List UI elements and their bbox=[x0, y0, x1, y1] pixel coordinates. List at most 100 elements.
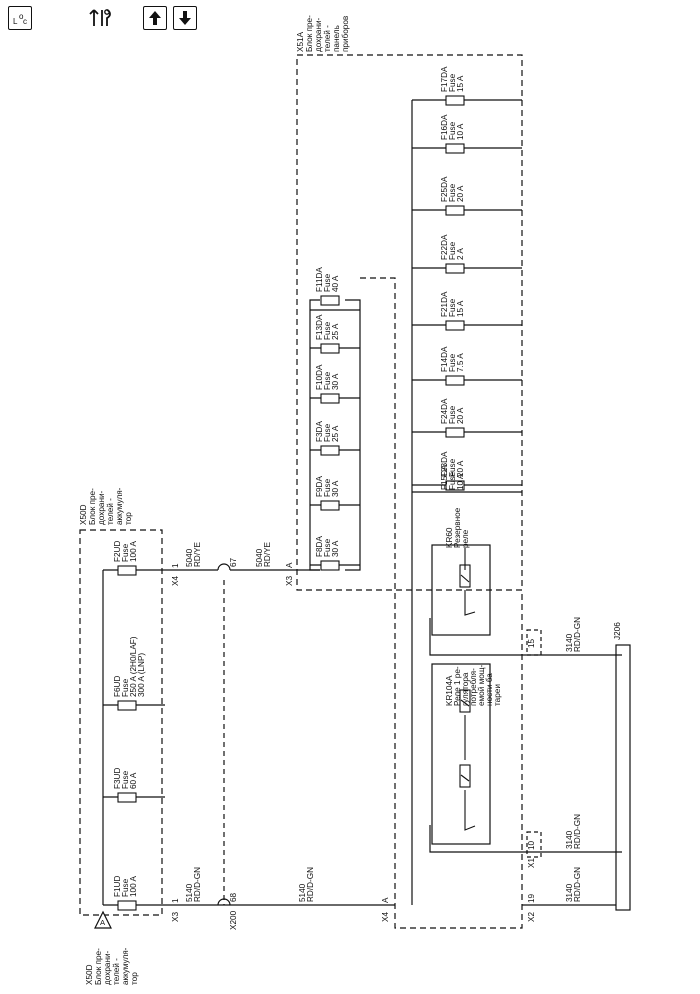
f3ud-label: F3UD Fuse 60 A bbox=[113, 768, 138, 789]
kr60-box bbox=[431, 544, 491, 636]
pin19-label: 19 bbox=[527, 893, 536, 903]
diagram-text: RD/D-GN bbox=[573, 617, 582, 652]
f9da-label: F9DA Fuse 30 A bbox=[315, 476, 340, 497]
f17da-label: F17DA Fuse 15 A bbox=[440, 66, 465, 92]
diagram-text: F8DA bbox=[315, 536, 324, 557]
diagram-text: 10 A bbox=[456, 473, 465, 490]
w5140-b-label: 5140 RD/D-GN bbox=[298, 867, 315, 902]
kr60-wire bbox=[429, 618, 622, 656]
diagram-text: Fuse bbox=[121, 878, 130, 897]
f2ud-label: F2UD Fuse 100 A bbox=[113, 541, 138, 562]
diagram-text: X4 bbox=[381, 912, 390, 922]
diagram-text: 15 A bbox=[456, 75, 465, 92]
diagram-text: X50D bbox=[85, 964, 94, 985]
diagram-text: Резервное bbox=[453, 507, 462, 548]
diagram-text: Fuse bbox=[121, 770, 130, 789]
diagram-text: 30 A bbox=[331, 480, 340, 497]
diagram-text: 20 A bbox=[456, 460, 465, 477]
page-up-button[interactable] bbox=[143, 6, 167, 30]
diagram-text: приборов bbox=[341, 16, 350, 52]
page-down-button[interactable] bbox=[173, 6, 197, 30]
diagram-text: X3 bbox=[171, 912, 180, 922]
kr104a-box bbox=[431, 663, 491, 845]
diagram-text: аккумуля- bbox=[121, 947, 130, 985]
diagram-text: телей - bbox=[112, 958, 121, 985]
diagram-text: RD/YE bbox=[263, 541, 272, 567]
f15da-label: F15DA Fuse 10 A bbox=[440, 464, 465, 490]
x200-label: X200 bbox=[229, 910, 238, 930]
diagram-text: X200 bbox=[229, 910, 238, 930]
diagram-text: F9DA bbox=[315, 476, 324, 497]
arrow-up-icon bbox=[149, 11, 161, 25]
diagram-text: Fuse bbox=[323, 538, 332, 557]
diagram-text: F10DA bbox=[315, 364, 324, 390]
diagram-text: RD/D-GN bbox=[306, 867, 315, 902]
diagram-text: RD/D-GN bbox=[193, 867, 202, 902]
diagram-text: F3UD bbox=[113, 768, 122, 789]
diagram-text: тор bbox=[130, 972, 139, 985]
diagram-text: F23DA bbox=[440, 451, 449, 477]
diagram-text: 15 A bbox=[456, 300, 465, 317]
diagram-text: KR60 bbox=[445, 527, 454, 548]
pin10-label: 10 bbox=[527, 840, 536, 850]
x51a-label: X51A Блок пре- дохрани- телей - панель п… bbox=[296, 15, 350, 52]
diagram-text: F13DA bbox=[315, 314, 324, 340]
diagram-text: F22DA bbox=[440, 234, 449, 260]
pin15-label: 15 bbox=[527, 638, 536, 648]
diagram-text: Блок пре- bbox=[88, 488, 97, 525]
diagram-text: F21DA bbox=[440, 291, 449, 317]
f8da-label: F8DA Fuse 30 A bbox=[315, 536, 340, 557]
diagram-text: F17DA bbox=[440, 66, 449, 92]
diagram-text: 15 bbox=[527, 638, 536, 648]
svg-text:c: c bbox=[23, 17, 27, 26]
diagram-text: дохрани- bbox=[97, 490, 106, 525]
legend-toggle-button[interactable]: L o c bbox=[8, 6, 32, 30]
diagram-text: J206 bbox=[613, 622, 622, 640]
x50d-bottom-label: X50D Блок пре- дохрани- телей - аккумуля… bbox=[85, 947, 139, 985]
x50d-block-outline bbox=[79, 529, 163, 916]
pin1-top-label: 1 bbox=[171, 563, 180, 568]
diagram-text: Блок пре- bbox=[305, 15, 314, 52]
x51a-left-bus-right bbox=[345, 299, 361, 571]
diagram-text: 3140 bbox=[565, 830, 574, 849]
f10da-label: F10DA Fuse 30 A bbox=[315, 364, 340, 390]
diagram-text: панель bbox=[332, 25, 341, 52]
tools-button[interactable] bbox=[88, 6, 112, 30]
x4-mid-label: X4 bbox=[381, 912, 390, 922]
diagram-text: 5040 bbox=[255, 548, 264, 567]
diagram-text: дохрани- bbox=[314, 17, 323, 52]
diagram-text: 20 A bbox=[456, 185, 465, 202]
pin10-outline bbox=[526, 831, 542, 858]
diagram-text: гулятора bbox=[461, 672, 470, 706]
x1-label: X1 bbox=[527, 858, 536, 868]
diagram-text: 1 bbox=[171, 563, 180, 568]
x50d-top-label: X50D Блок пре- дохрани- телей - аккумуля… bbox=[79, 487, 133, 525]
diagram-text: 250 A (2H0/LAF) bbox=[129, 636, 138, 697]
diagram-text: 25 A bbox=[331, 425, 340, 442]
diagram-text: Fuse bbox=[448, 353, 457, 372]
diagram-text: RD/YE bbox=[193, 541, 202, 567]
diagram-text: 7.5 A bbox=[456, 353, 465, 372]
diagram-text: F16DA bbox=[440, 114, 449, 140]
kr104a-label: KR104A Реле 1 ре- гулятора потребля- емо… bbox=[445, 664, 502, 706]
kr104a-wire bbox=[429, 825, 622, 853]
diagram-text: 30 A bbox=[331, 373, 340, 390]
diagram-text: 100 A bbox=[129, 541, 138, 562]
w5140-a-label: 5140 RD/D-GN bbox=[185, 867, 202, 902]
f1ud-label: F1UD Fuse 100 A bbox=[113, 876, 138, 897]
diagram-text: Fuse bbox=[323, 371, 332, 390]
x51a-right-fuse-wires bbox=[412, 99, 522, 493]
diagram-text: дохрани- bbox=[103, 950, 112, 985]
f22da-label: F22DA Fuse 2 A bbox=[440, 234, 465, 260]
pina-mid-label: A bbox=[285, 562, 294, 568]
pin1-bot-label: 1 bbox=[171, 898, 180, 903]
x51a-lower-outline bbox=[360, 277, 523, 929]
diagram-text: 10 A bbox=[456, 123, 465, 140]
arrow-down-icon bbox=[179, 11, 191, 25]
diagram-text: 68 bbox=[229, 892, 238, 902]
diagram-text: KR104A bbox=[445, 675, 454, 706]
f16da-label: F16DA Fuse 10 A bbox=[440, 114, 465, 140]
f23da-label: F23DA Fuse 20 A bbox=[440, 451, 465, 477]
diagram-text: F3DA bbox=[315, 421, 324, 442]
